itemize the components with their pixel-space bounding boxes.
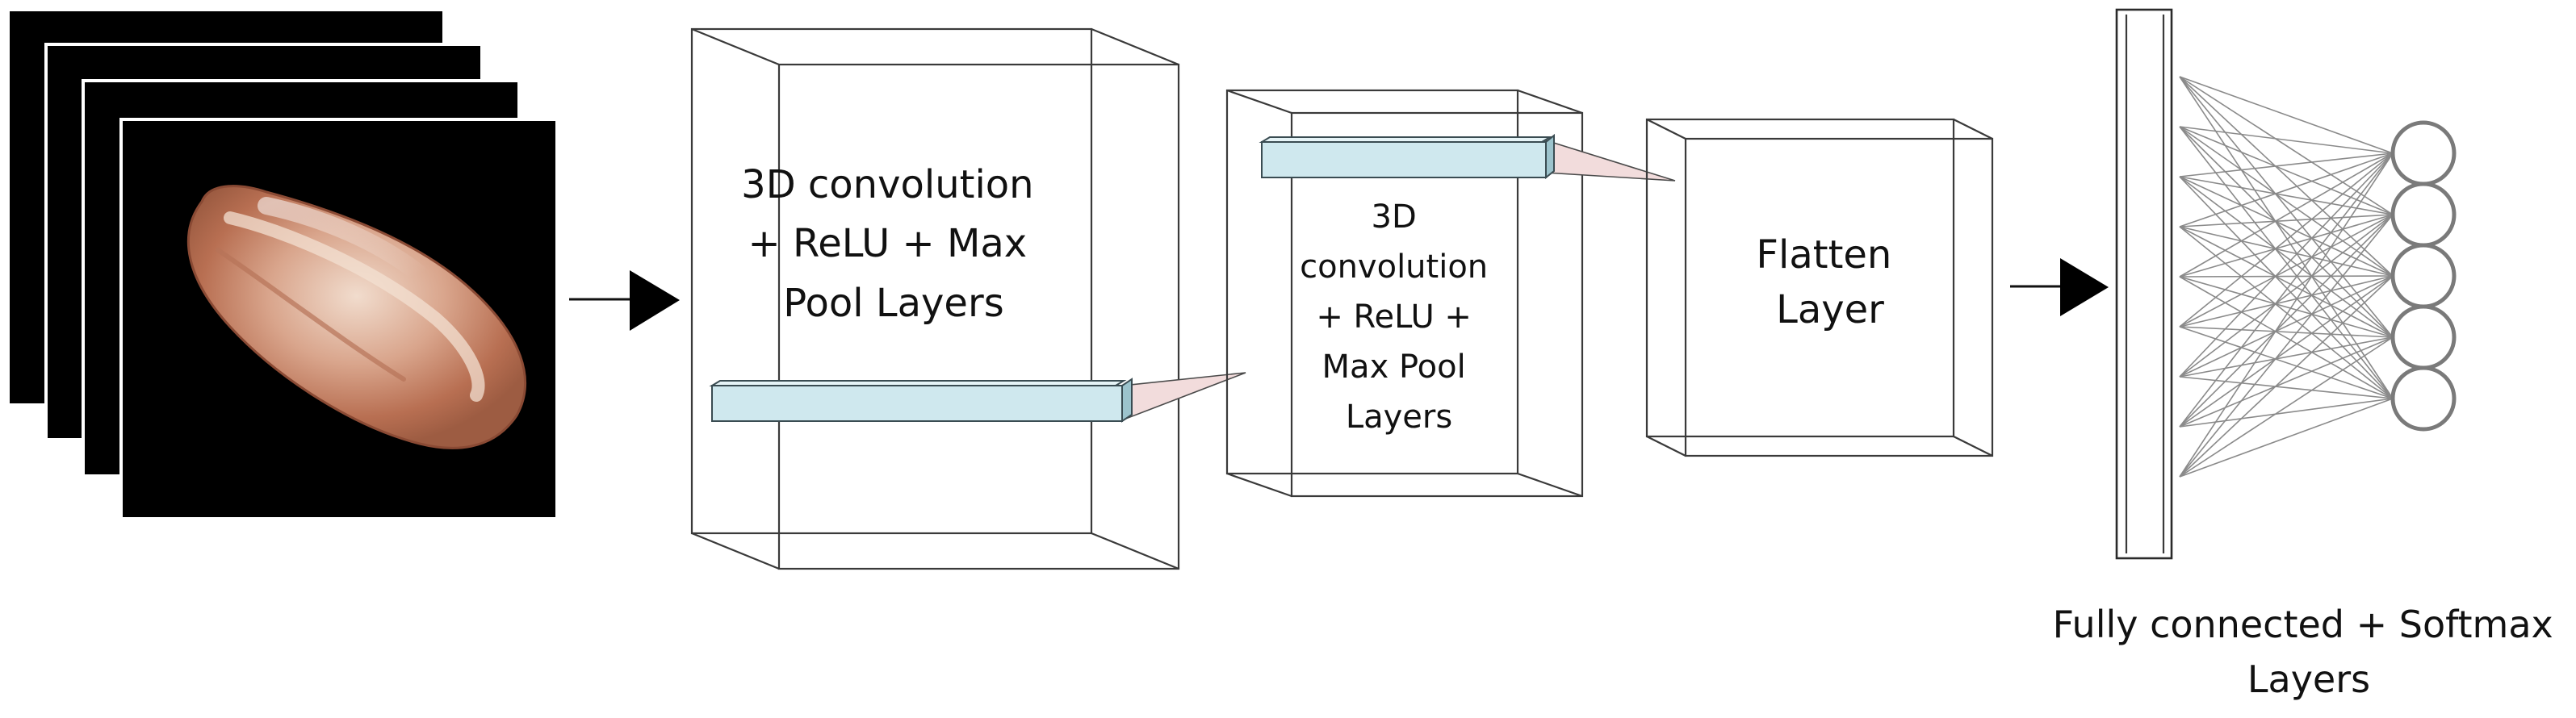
output-neuron-3 — [2390, 243, 2457, 309]
output-neuron-2 — [2390, 182, 2457, 248]
fc-label-line-2: Layers — [2247, 657, 2370, 701]
fc-connection-line — [2179, 226, 2394, 277]
fc-connection-line — [2179, 398, 2394, 478]
fc-connection-line — [2179, 152, 2394, 478]
conv2-label-line-2: convolution — [1300, 248, 1488, 286]
conv1-label: 3D convolution + ReLU + Max Pool Layers — [741, 162, 1046, 326]
conv2-label-line-4: Max Pool — [1322, 349, 1466, 386]
fc-connection-line — [2179, 152, 2394, 428]
fc-connection-line — [2179, 152, 2394, 228]
fc-connection-line — [2179, 214, 2394, 228]
conv-block-1 — [690, 27, 1246, 570]
arrow-flatten-to-fc — [2010, 258, 2109, 316]
conv2-label-line-1: 3D — [1372, 198, 1417, 236]
fc-connection-line — [2179, 126, 2394, 215]
fully-connected-label: Fully connected + Softmax Layers — [2053, 603, 2566, 701]
fc-connection-line — [2179, 152, 2394, 328]
fc-connection-line — [2179, 275, 2394, 378]
fc-connection-line — [2179, 152, 2394, 177]
fc-connection-line — [2179, 275, 2394, 478]
fc-connection-line — [2179, 276, 2394, 338]
rice-grain-image — [186, 185, 527, 449]
fc-connection-line — [2179, 76, 2394, 215]
fc-connection-line — [2179, 76, 2394, 399]
arrow-input-to-conv1 — [569, 270, 680, 331]
fc-connection-line — [2179, 176, 2394, 338]
fc-connection-line — [2179, 176, 2394, 399]
fc-connection-line — [2179, 214, 2394, 328]
fc-connection-lines — [2179, 76, 2394, 478]
conv2-label-line-3: + ReLU + — [1316, 298, 1472, 336]
fc-connection-line — [2179, 226, 2394, 338]
fc-connection-line — [2179, 76, 2394, 338]
conv1-label-line-2: + ReLU + Max — [748, 221, 1028, 266]
output-neuron-1 — [2390, 120, 2457, 186]
flatten-label: Flatten Layer — [1756, 232, 1904, 332]
conv1-label-line-3: Pool Layers — [783, 281, 1003, 326]
fc-connection-line — [2179, 126, 2394, 399]
fc-connection-line — [2179, 275, 2394, 428]
fc-connection-line — [2179, 76, 2394, 277]
fc-connection-line — [2179, 336, 2394, 378]
fc-connection-line — [2179, 275, 2394, 278]
fc-connection-line — [2179, 176, 2394, 277]
conv1-feature-slab — [709, 372, 1246, 423]
output-neuron-5 — [2390, 365, 2457, 432]
fc-connection-line — [2179, 214, 2394, 378]
input-frame-stack — [6, 8, 559, 520]
fc-connection-line — [2179, 126, 2394, 277]
fc-connection-line — [2179, 226, 2394, 399]
fc-connection-line — [2179, 214, 2394, 478]
fc-connection-line — [2179, 152, 2394, 278]
conv1-label-line-1: 3D convolution — [741, 162, 1033, 207]
conv2-label: 3D convolution + ReLU + Max Pool Layers — [1300, 198, 1498, 436]
fc-connection-line — [2179, 275, 2394, 328]
fc-label-line-1: Fully connected + Softmax — [2053, 603, 2553, 646]
fc-connection-line — [2179, 176, 2394, 215]
fc-connection-line — [2179, 214, 2394, 278]
fc-connection-line — [2179, 214, 2394, 428]
fc-connection-line — [2179, 326, 2394, 338]
output-neuron-4 — [2390, 304, 2457, 370]
conv2-label-line-5: Layers — [1346, 399, 1452, 436]
flatten-layer-box — [1645, 118, 1994, 457]
conv2-feature-slab — [1259, 133, 1676, 182]
fc-connection-line — [2179, 76, 2394, 154]
fully-connected-layer — [2115, 8, 2457, 560]
output-neurons — [2390, 120, 2457, 432]
fc-connection-line — [2179, 126, 2394, 154]
conv-block-2 — [1225, 89, 1676, 498]
flatten-label-line-2: Layer — [1776, 287, 1884, 332]
fc-connection-line — [2179, 126, 2394, 338]
fc-connection-line — [2179, 336, 2394, 428]
flatten-label-line-1: Flatten — [1756, 232, 1891, 278]
fc-connection-line — [2179, 152, 2394, 378]
fc-connection-line — [2179, 336, 2394, 478]
